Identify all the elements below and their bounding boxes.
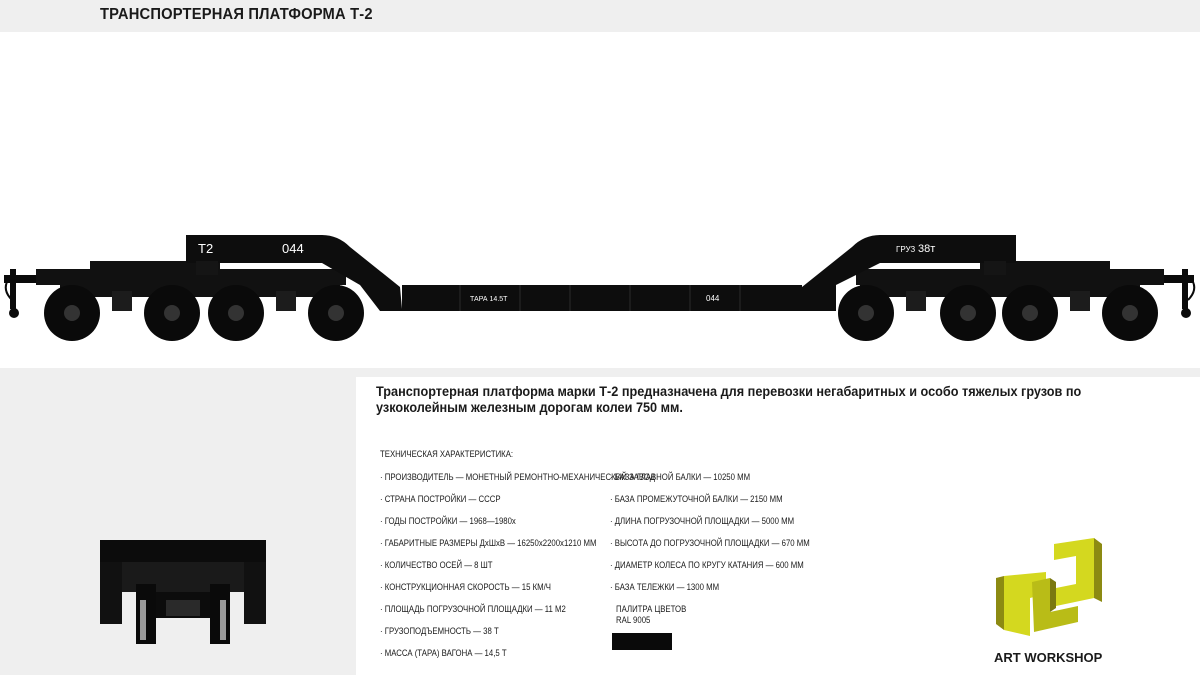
spec-right-4: · ВЫСОТА ДО ПОГРУЗОЧНОЙ ПЛОЩАДКИ — 670 М… bbox=[610, 538, 810, 549]
main-girder bbox=[186, 235, 1016, 311]
tare-marking: ТАРА 14.5Т bbox=[470, 296, 508, 303]
wagon-number-center-marking: 044 bbox=[706, 294, 720, 303]
spec-right-2: · БАЗА ПРОМЕЖУТОЧНОЙ БАЛКИ — 2150 ММ bbox=[610, 494, 783, 505]
spec-left-7: · ПЛОЩАДЬ ПОГРУЗОЧНОЙ ПЛОЩАДКИ — 11 М2 bbox=[380, 604, 566, 615]
spec-right-5: · ДИАМЕТР КОЛЕСА ПО КРУГУ КАТАНИЯ — 600 … bbox=[610, 560, 804, 571]
right-bogie-frame bbox=[856, 261, 1164, 297]
cargo-value-marking: 38т bbox=[918, 243, 935, 255]
specs-heading: ТЕХНИЧЕСКАЯ ХАРАКТЕРИСТИКА: bbox=[380, 449, 514, 460]
wagon-side-view: Т2 044 ГРУЗ 38т ТАРА 14.5Т 044 bbox=[4, 235, 1196, 341]
spec-right-6: · БАЗА ТЕЛЕЖКИ — 1300 ММ bbox=[610, 582, 720, 593]
spec-left-5: · КОЛИЧЕСТВО ОСЕЙ — 8 ШТ bbox=[380, 560, 493, 571]
wagon-number-left-marking: 044 bbox=[282, 241, 304, 256]
art-workshop-logo bbox=[996, 538, 1102, 636]
spec-right-1: · БАЗА ГЛАВНОЙ БАЛКИ — 10250 ММ bbox=[610, 472, 751, 483]
title-bar: ТРАНСПОРТЕРНАЯ ПЛАТФОРМА Т-2 bbox=[0, 0, 1200, 32]
spec-left-4: · ГАБАРИТНЫЕ РАЗМЕРЫ ДхШхВ — 16250х2200х… bbox=[380, 538, 597, 549]
color-swatch bbox=[612, 633, 672, 650]
spec-left-6: · КОНСТРУКЦИОННАЯ СКОРОСТЬ — 15 КМ/Ч bbox=[380, 582, 551, 593]
left-coupler bbox=[4, 269, 38, 318]
cargo-marking: ГРУЗ bbox=[896, 245, 915, 254]
spec-left-2: · СТРАНА ПОСТРОЙКИ — СССР bbox=[380, 494, 501, 505]
spec-left-3: · ГОДЫ ПОСТРОЙКИ — 1968—1980х bbox=[380, 516, 516, 527]
spec-left-9: · МАССА (ТАРА) ВАГОНА — 14,5 Т bbox=[380, 648, 507, 659]
loading-deck bbox=[402, 285, 802, 311]
info-panel: Транспортерная платформа марки Т-2 предн… bbox=[356, 377, 1200, 675]
wagon-code-marking: Т2 bbox=[198, 241, 213, 256]
palette-label: ПАЛИТРА ЦВЕТОВ RAL 9005 bbox=[616, 604, 686, 626]
palette-code: RAL 9005 bbox=[616, 615, 651, 626]
brand-name: ART WORKSHOP bbox=[994, 650, 1103, 665]
spec-left-8: · ГРУЗОПОДЪЕМНОСТЬ — 38 Т bbox=[380, 626, 499, 637]
wagon-end-view bbox=[100, 540, 266, 644]
spec-right-3: · ДЛИНА ПОГРУЗОЧНОЙ ПЛОЩАДКИ — 5000 ММ bbox=[610, 516, 795, 527]
page-title: ТРАНСПОРТЕРНАЯ ПЛАТФОРМА Т-2 bbox=[100, 6, 373, 23]
description: Транспортерная платформа марки Т-2 предн… bbox=[376, 384, 1082, 415]
right-coupler bbox=[1160, 269, 1196, 318]
palette-title: ПАЛИТРА ЦВЕТОВ bbox=[616, 604, 687, 615]
spec-left-1: · ПРОИЗВОДИТЕЛЬ — МОНЕТНЫЙ РЕМОНТНО-МЕХА… bbox=[380, 472, 655, 483]
